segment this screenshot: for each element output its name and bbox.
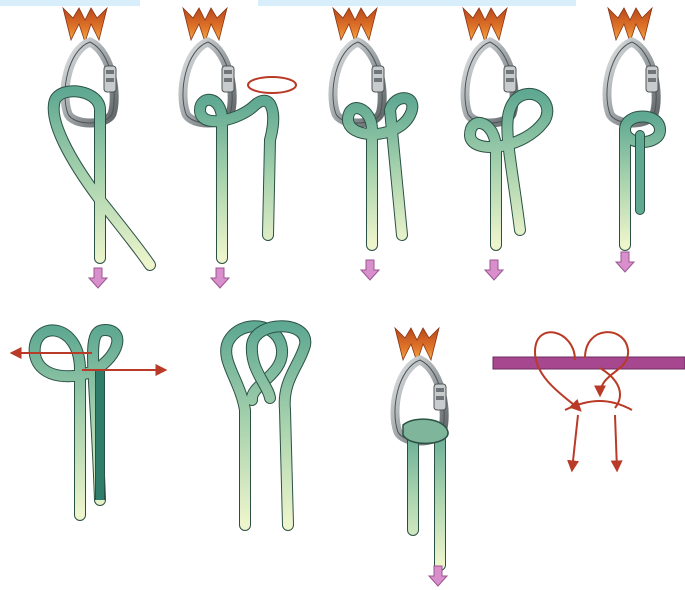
rope-icon: [35, 330, 118, 515]
down-arrow-icon: [361, 260, 379, 280]
down-arrow-icon: [89, 268, 107, 288]
rope-icon: [403, 419, 448, 565]
rope-icon: [470, 94, 547, 245]
down-arrow-icon: [485, 260, 503, 280]
red-knot-path: [535, 332, 632, 470]
carabiner-icon: [607, 42, 658, 123]
step-5: [607, 8, 660, 272]
carabiner-icon: [65, 42, 116, 123]
down-arrow-icon: [211, 268, 229, 288]
step-8: [395, 328, 448, 586]
sling-icon: [63, 8, 107, 42]
rope-icon: [625, 117, 660, 246]
sling-icon: [608, 8, 652, 42]
step-7: [226, 326, 305, 525]
step-2: [183, 8, 296, 288]
step-4: [463, 8, 547, 280]
rotate-arrow-icon: [248, 77, 296, 93]
step-9: [493, 332, 685, 470]
down-arrow-icon: [616, 252, 634, 272]
bar-icon: [493, 357, 685, 369]
step-3: [333, 8, 412, 280]
step-6: [12, 330, 165, 515]
rope-icon: [226, 326, 305, 525]
step-1: [54, 8, 150, 288]
sling-icon: [183, 8, 227, 42]
sling-icon: [463, 8, 507, 42]
sling-icon: [333, 8, 377, 42]
rope-icon: [200, 100, 273, 258]
